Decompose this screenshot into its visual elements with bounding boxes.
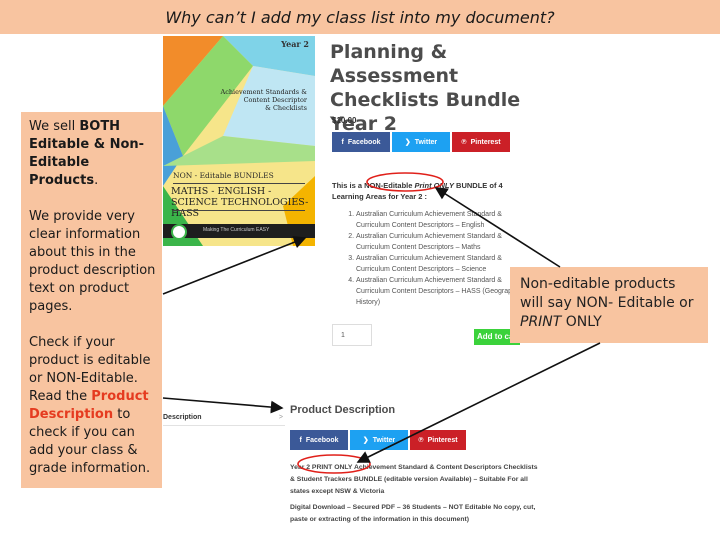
pinterest-icon: ℗ — [418, 436, 424, 444]
arrow-left-to-product — [162, 236, 307, 295]
top-banner: Why can’t I add my class list into my do… — [0, 0, 720, 34]
divider — [173, 210, 305, 211]
brand-logo-icon — [171, 224, 187, 240]
quantity-input[interactable]: 1 — [332, 324, 372, 346]
facebook-share-button[interactable]: f Facebook — [290, 430, 348, 450]
learning-areas-list: Australian Curriculum Achievement Standa… — [346, 209, 536, 308]
facebook-icon: f — [341, 138, 344, 146]
pinterest-icon: ℗ — [461, 138, 467, 146]
callout-editable-info: We sell BOTH Editable & Non-Editable Pro… — [21, 112, 162, 488]
pinterest-share-button[interactable]: ℗ Pinterest — [452, 132, 510, 152]
banner-question: Why can’t I add my class list into my do… — [165, 7, 555, 27]
twitter-share-button[interactable]: ❯ Twitter — [350, 430, 408, 450]
list-item: Australian Curriculum Achievement Standa… — [356, 209, 536, 231]
divider — [173, 183, 305, 184]
product-image-heading: Achievement Standards & Content Descript… — [220, 88, 307, 112]
callout-paragraph: We provide very clear information about … — [29, 209, 156, 314]
product-description-text: Year 2 PRINT ONLY Achievement Standard &… — [290, 464, 538, 495]
arrow-left-to-description — [162, 397, 284, 414]
tab-description[interactable]: Description > — [163, 414, 285, 426]
product-intro: This is a NON-Editable Print ONLY BUNDLE… — [332, 181, 503, 201]
product-description-title: Product Description — [290, 404, 396, 416]
share-buttons: f Facebook ❯ Twitter ℗ Pinterest — [332, 132, 510, 152]
callout-paragraph: Check if your product is editable or NON… — [29, 335, 151, 476]
list-item: Australian Curriculum Achievement Standa… — [356, 231, 536, 253]
facebook-icon: f — [299, 436, 302, 444]
product-image-graphic — [163, 36, 315, 246]
product-price: $10.00 — [332, 116, 357, 125]
chevron-right-icon: > — [278, 414, 283, 421]
callout-paragraph: We sell BOTH Editable & Non-Editable Pro… — [29, 119, 145, 188]
product-image[interactable]: Year 2 Achievement Standards & Content D… — [163, 36, 315, 246]
twitter-icon: ❯ — [362, 437, 369, 444]
twitter-icon: ❯ — [404, 139, 411, 146]
product-image-subjects: MATHS - ENGLISH - SCIENCE TECHNOLOGIES- … — [171, 186, 309, 219]
product-image-footer: Making The Curriculum EASY — [163, 224, 315, 238]
product-image-year: Year 2 — [281, 39, 309, 49]
share-buttons-description: f Facebook ❯ Twitter ℗ Pinterest — [290, 430, 466, 450]
list-item: Australian Curriculum Achievement Standa… — [356, 275, 536, 308]
list-item: Australian Curriculum Achievement Standa… — [356, 253, 536, 275]
pinterest-share-button[interactable]: ℗ Pinterest — [410, 430, 466, 450]
product-title: Planning & Assessment Checklists Bundle … — [330, 41, 521, 135]
facebook-share-button[interactable]: f Facebook — [332, 132, 390, 152]
twitter-share-button[interactable]: ❯ Twitter — [392, 132, 450, 152]
add-to-cart-button[interactable]: Add to cart — [474, 329, 520, 345]
product-image-bundle-type: NON - Editable BUNDLES — [173, 171, 274, 180]
product-description-download: Digital Download – Secured PDF – 36 Stud… — [290, 504, 536, 523]
callout-non-editable: Non-editable products will say NON- Edit… — [510, 267, 708, 343]
